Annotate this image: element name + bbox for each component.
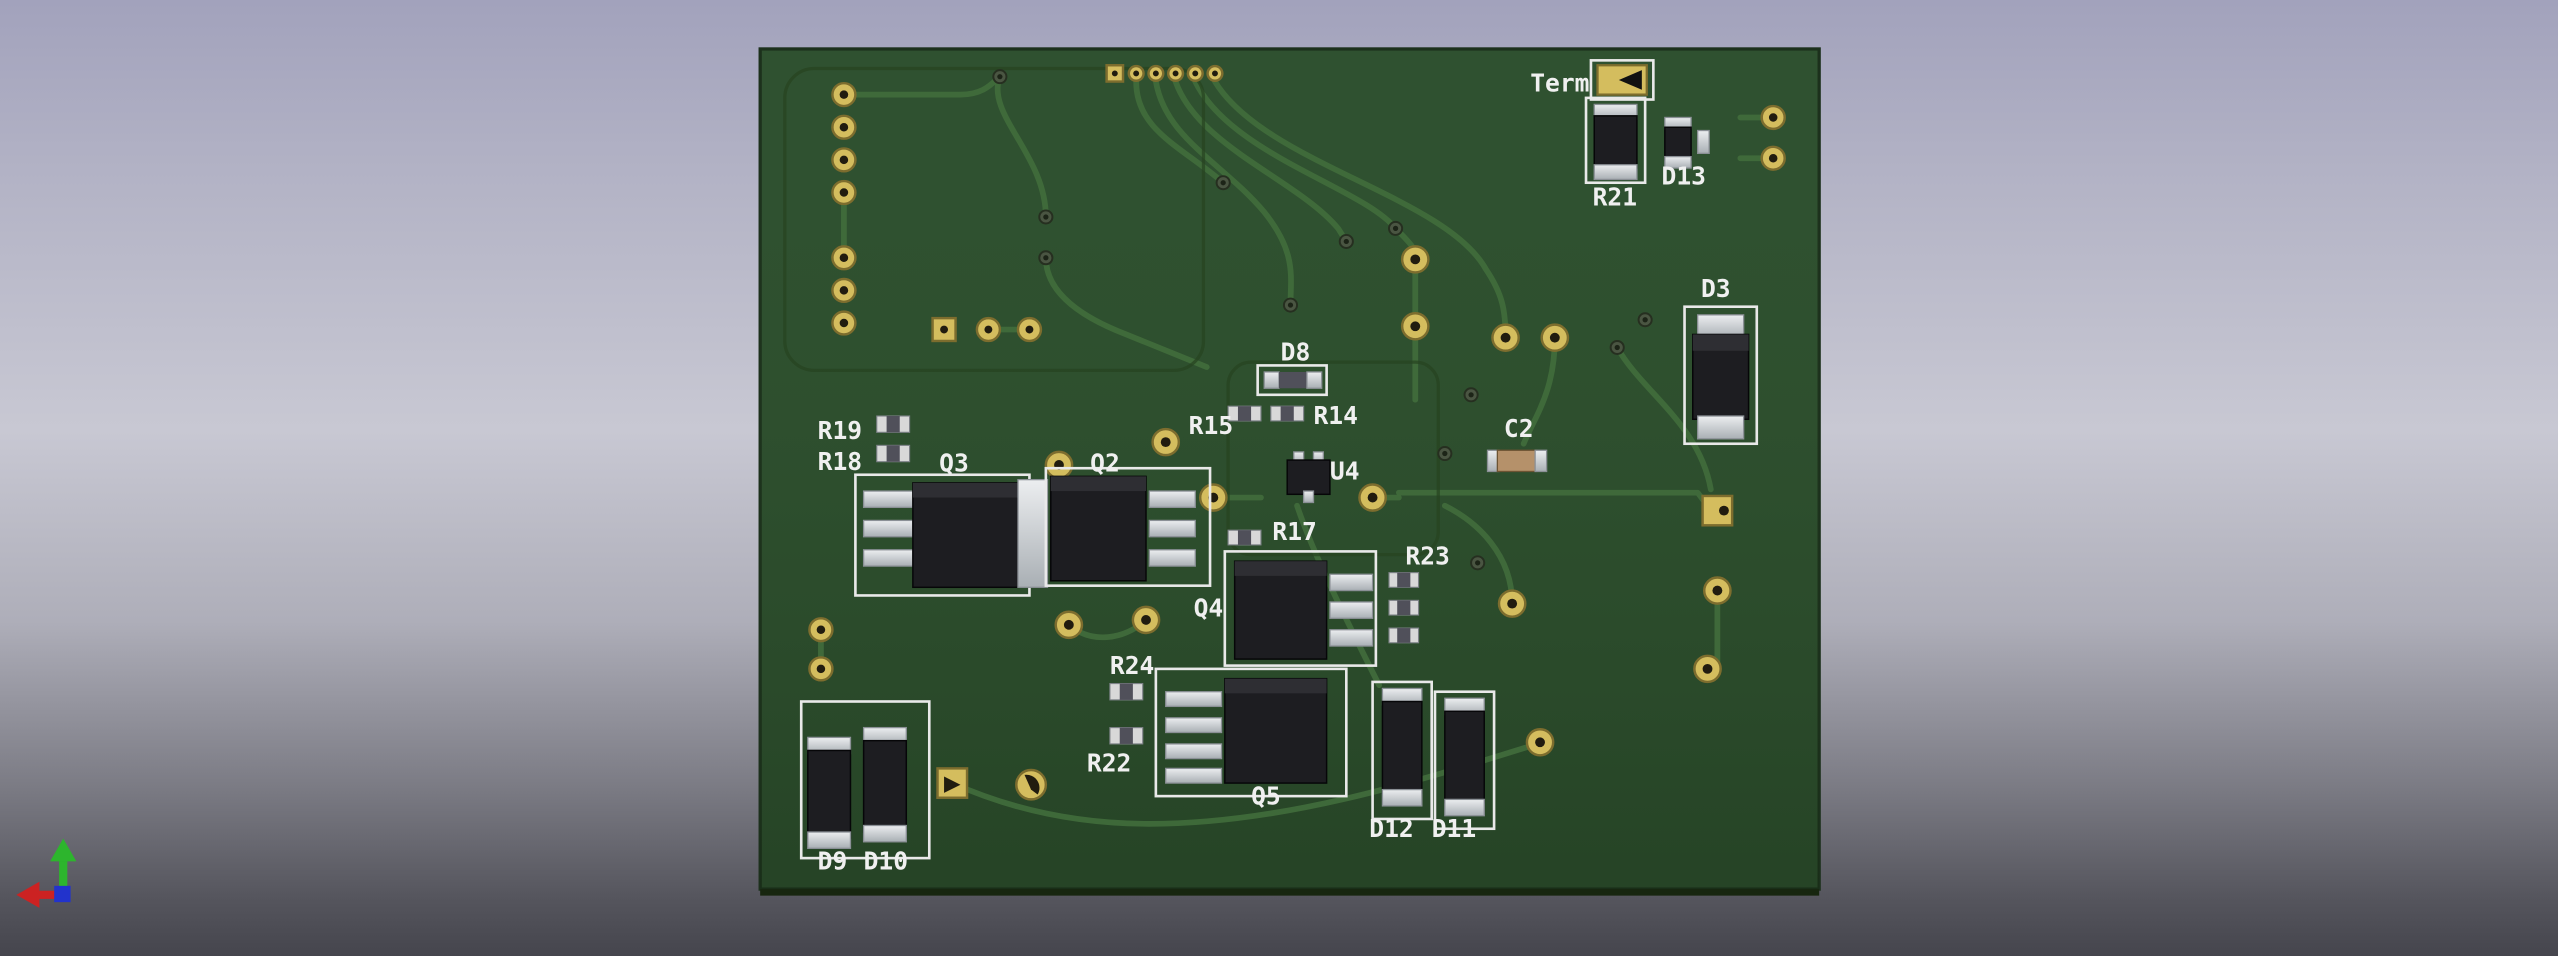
silkscreen-label-q2: Q2: [1090, 449, 1120, 478]
zone-layer: [783, 66, 1440, 557]
z-axis-arrow: [54, 885, 71, 903]
silkscreen-label-r18: R18: [818, 447, 862, 476]
silkscreen-label-d9: D9: [818, 847, 848, 876]
component-d8: [1256, 364, 1328, 397]
component-r21: [1584, 96, 1647, 185]
silkscreen-label-r23: R23: [1405, 542, 1449, 571]
silkscreen-label-r22: R22: [1087, 749, 1131, 778]
x-axis-arrow: [16, 881, 69, 908]
component-q5: [1154, 667, 1348, 798]
q3-tab: [1017, 478, 1049, 588]
component-d9-d10-group: [799, 700, 931, 860]
component-r19: [876, 415, 911, 433]
silkscreen-label-r17: R17: [1272, 517, 1316, 546]
y-axis-arrow: [50, 838, 77, 898]
component-q4: [1223, 550, 1378, 667]
component-u4: [1286, 451, 1331, 504]
silkscreen-label-r14: R14: [1313, 401, 1357, 430]
silkscreen-label-r24: R24: [1110, 651, 1154, 680]
silkscreen-label-c2: C2: [1504, 414, 1534, 443]
silkscreen-label-r19: R19: [818, 416, 862, 445]
component-c2: [1486, 449, 1548, 473]
component-d3: [1683, 305, 1759, 446]
silkscreen-label-d10: D10: [864, 847, 908, 876]
silkscreen-label-q5: Q5: [1251, 781, 1281, 810]
component-d11: [1433, 690, 1496, 831]
component-r23: [1388, 572, 1420, 644]
silkscreen-label-r15: R15: [1189, 411, 1233, 440]
component-r14: [1270, 405, 1305, 422]
through-hole-pads: [808, 64, 1786, 801]
component-d12: [1371, 680, 1434, 821]
pad-holes: [816, 70, 1778, 795]
silkscreen-label-u4: U4: [1330, 457, 1360, 486]
axis-indicator: [16, 838, 77, 908]
silkscreen-label-q4: Q4: [1194, 594, 1224, 623]
component-r22: [1109, 727, 1144, 745]
component-term-connector: [1589, 59, 1655, 101]
component-q2: [1044, 466, 1212, 587]
component-r17: [1227, 529, 1262, 546]
silkscreen-label-d3: D3: [1701, 274, 1731, 303]
silkscreen-label-d12: D12: [1369, 814, 1413, 843]
component-q3: [854, 473, 1049, 597]
silkscreen-label-d8: D8: [1281, 338, 1311, 367]
component-d13: [1664, 116, 1710, 169]
silkscreen-label-r21: R21: [1593, 183, 1637, 212]
component-r24: [1109, 682, 1144, 701]
silkscreen-label-q3: Q3: [939, 449, 969, 478]
component-r18: [876, 444, 911, 463]
silkscreen-label-d13: D13: [1662, 161, 1706, 190]
silkscreen-label-d11: D11: [1432, 814, 1476, 843]
silkscreen-label-term: Term: [1530, 68, 1589, 97]
silkscreen-labels: Term D13 R21 D3 C2 D8 R14 R15 U4 R19 R18…: [818, 68, 1731, 875]
board-bottom-edge: [760, 889, 1820, 896]
component-r15: [1227, 405, 1262, 422]
